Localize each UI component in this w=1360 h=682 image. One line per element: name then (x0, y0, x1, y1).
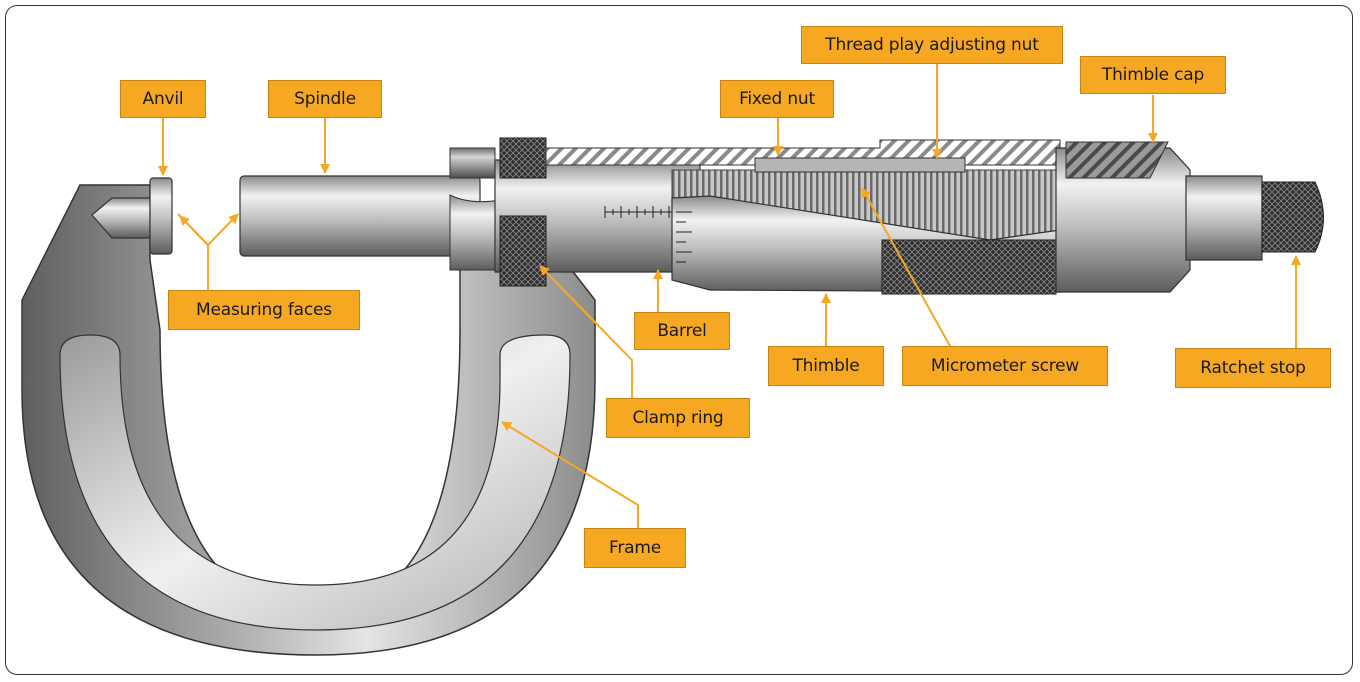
label-ratchet-stop: Ratchet stop (1175, 348, 1331, 388)
leader-measuring-faces (177, 213, 209, 290)
thimble-cap-shape (1055, 141, 1191, 293)
leader-micrometer-screw (861, 187, 951, 347)
diagram-border (5, 5, 1353, 675)
fixed-nut-shape (754, 157, 966, 173)
label-thimble: Thimble (768, 346, 884, 386)
label-thimble-cap: Thimble cap (1080, 56, 1226, 94)
label-anvil: Anvil (120, 80, 206, 118)
label-spindle: Spindle (268, 80, 382, 118)
label-clamp-ring: Clamp ring (606, 398, 750, 438)
leader-frame (501, 421, 639, 528)
sleeve-shape (449, 147, 501, 271)
leader-clamp-ring (539, 265, 633, 398)
spindle-shape (239, 175, 481, 257)
label-thread-play-adjusting-nut: Thread play adjusting nut (801, 26, 1063, 64)
label-measuring-faces: Measuring faces (168, 290, 360, 330)
label-barrel: Barrel (634, 312, 730, 350)
label-frame: Frame (584, 528, 686, 568)
frame-shape (21, 184, 596, 656)
barrel-scale (604, 206, 672, 218)
thimble-shape (671, 195, 1061, 295)
ratchet-stop-shape (1185, 175, 1324, 261)
label-fixed-nut: Fixed nut (720, 80, 834, 118)
anvil-shape (91, 177, 173, 255)
clamp-ring-shape (499, 137, 547, 287)
label-micrometer-screw: Micrometer screw (902, 346, 1108, 386)
